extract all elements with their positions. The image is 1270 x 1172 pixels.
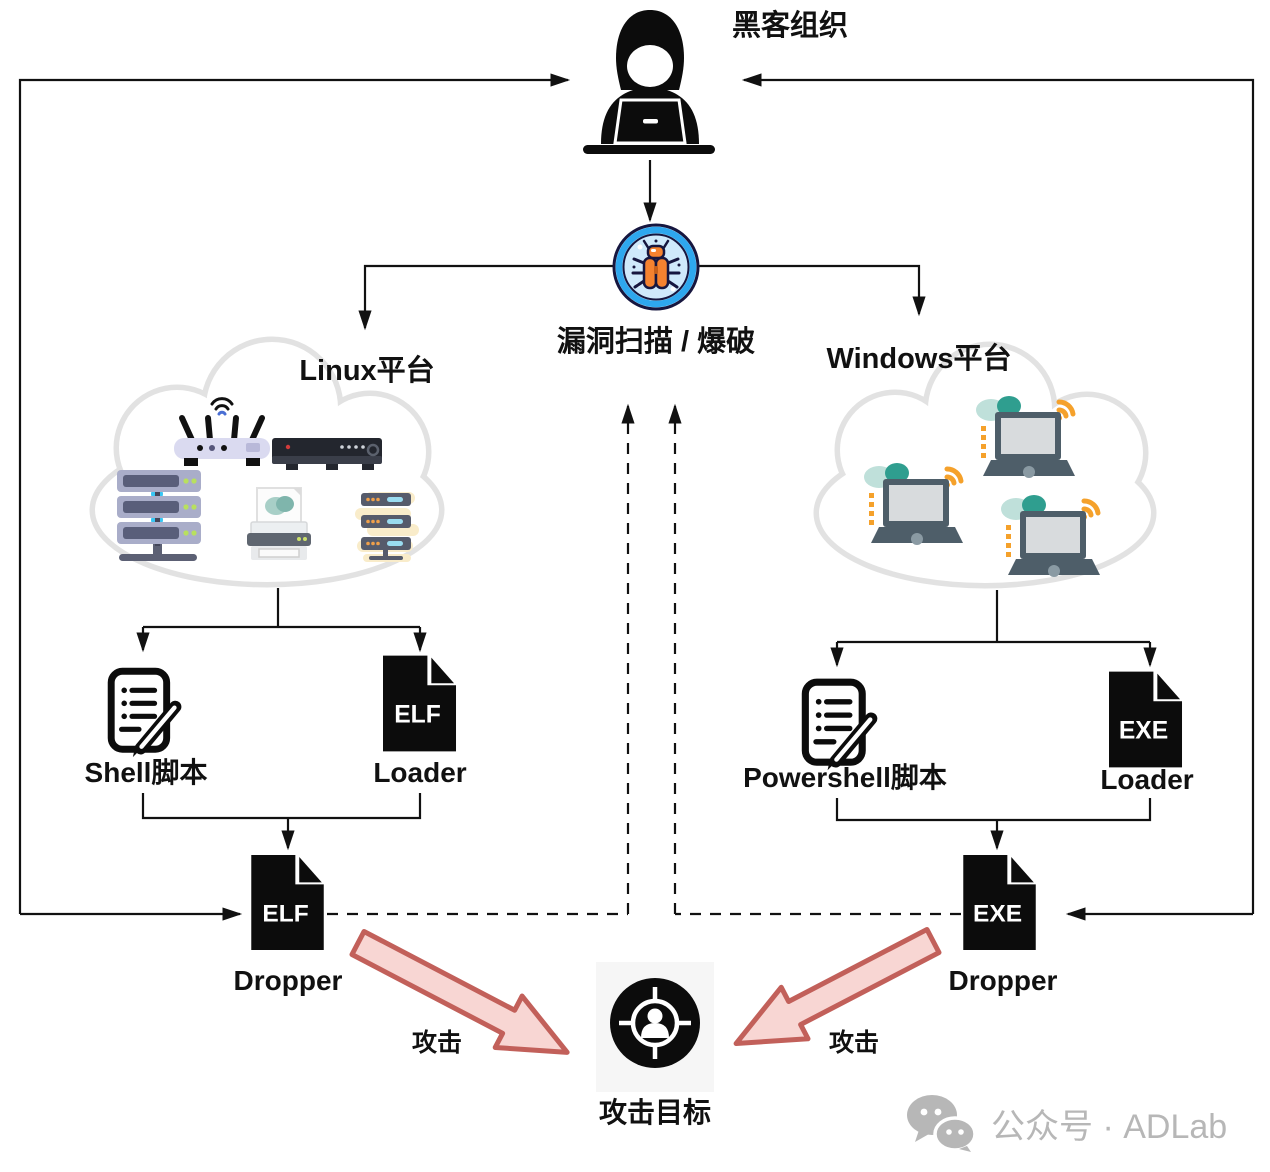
attack-target-icon <box>596 962 714 1092</box>
laptop-icon <box>1001 495 1101 577</box>
shell-script-icon <box>107 667 182 758</box>
elf-loader-label: Loader <box>373 757 467 788</box>
elf-loader-file-icon: ELF <box>383 655 457 752</box>
shell-script-label: Shell脚本 <box>84 757 208 788</box>
mini-server-icon <box>355 492 419 562</box>
exe-dropper-label: Dropper <box>948 965 1058 996</box>
watermark-text: 公众号 · ADLab <box>991 1107 1228 1146</box>
watermark: 公众号 · ADLab <box>905 1094 1227 1152</box>
exe-dropper-file-icon: EXE <box>963 855 1036 950</box>
server-rack-icon <box>117 470 201 561</box>
hacker-icon <box>583 10 715 154</box>
printer-icon <box>247 487 311 560</box>
scan-label: 漏洞扫描 / 爆破 <box>556 326 756 358</box>
laptop-icon <box>864 463 964 545</box>
dvr-device-icon <box>272 438 382 470</box>
exe-loader-label: Loader <box>1100 764 1194 795</box>
attack-target-label: 攻击目标 <box>598 1097 712 1128</box>
exe-loader-file-icon: EXE <box>1109 671 1183 768</box>
wifi-router-icon <box>174 397 270 466</box>
hacker-label: 黑客组织 <box>731 10 849 42</box>
exe-loader-file-label: EXE <box>1119 718 1168 745</box>
attack-left-label: 攻击 <box>411 1029 463 1057</box>
windows-platform-label: Windows平台 <box>826 343 1012 375</box>
vulnerability-scan-icon <box>612 223 700 311</box>
elf-dropper-file-icon: ELF <box>251 855 324 950</box>
attack-arrow-left <box>349 928 570 1055</box>
powershell-script-icon <box>801 678 878 771</box>
elf-dropper-file-label: ELF <box>262 901 308 928</box>
laptop-icon <box>976 396 1076 478</box>
linux-platform-label: Linux平台 <box>299 355 435 387</box>
wechat-icon <box>907 1095 977 1152</box>
powershell-script-label: Powershell脚本 <box>743 762 947 793</box>
attack-right-label: 攻击 <box>828 1029 880 1057</box>
exe-dropper-file-label: EXE <box>973 901 1022 928</box>
elf-dropper-label: Dropper <box>233 965 343 996</box>
elf-loader-file-label: ELF <box>394 702 441 729</box>
attack-arrow-right <box>733 926 942 1047</box>
